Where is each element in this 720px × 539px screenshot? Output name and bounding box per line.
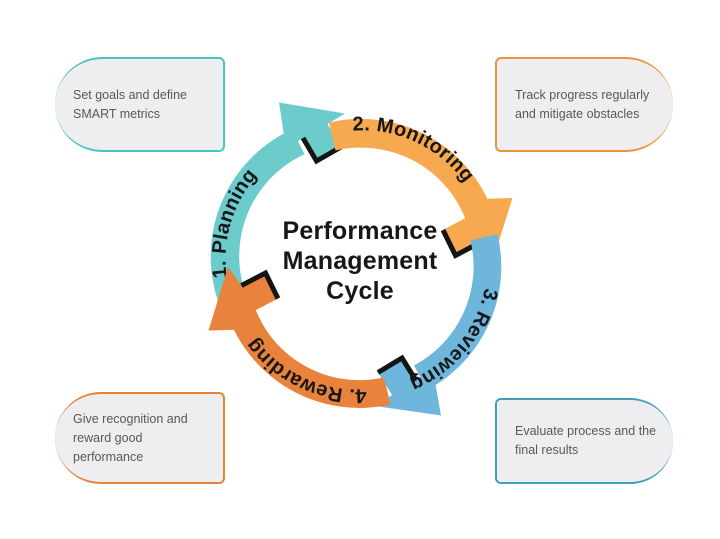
- callout-reviewing-text: Evaluate process and the final results: [515, 424, 657, 457]
- rewarding-arc-shape: [227, 302, 391, 408]
- reviewing-arrowhead: [375, 358, 441, 416]
- monitoring-arc-shape: [329, 118, 494, 225]
- callout-rewarding[interactable]: Give recognition and reward good perform…: [55, 392, 225, 484]
- center-title-line-one: Performance: [282, 217, 438, 245]
- center-title-line-two: Management: [282, 247, 438, 275]
- reviewing-arrow-notch-shadow: [376, 354, 419, 382]
- rewarding-arrowhead: [208, 267, 278, 331]
- monitoring-arrow-notch-shadow: [440, 228, 481, 259]
- callout-planning-text: Set goals and define SMART metrics: [73, 87, 187, 121]
- callout-monitoring[interactable]: Track progress regularly and mitigate ob…: [495, 57, 673, 152]
- callout-reviewing[interactable]: Evaluate process and the final results: [495, 398, 673, 484]
- rewarding-arrow-notch-shadow: [240, 269, 281, 300]
- planning-arrow-notch-shadow: [300, 136, 343, 165]
- callout-rewarding-text: Give recognition and reward good perform…: [73, 411, 188, 464]
- center-title: Performance Management Cycle: [255, 216, 465, 306]
- callout-monitoring-text: Track progress regularly and mitigate ob…: [515, 87, 650, 121]
- center-title-line-three: Cycle: [326, 277, 394, 305]
- reviewing-arc-shape: [414, 234, 502, 390]
- planning-arc-shape: [210, 129, 305, 315]
- callout-planning[interactable]: Set goals and define SMART metrics: [55, 57, 225, 152]
- planning-arrowhead: [279, 102, 345, 161]
